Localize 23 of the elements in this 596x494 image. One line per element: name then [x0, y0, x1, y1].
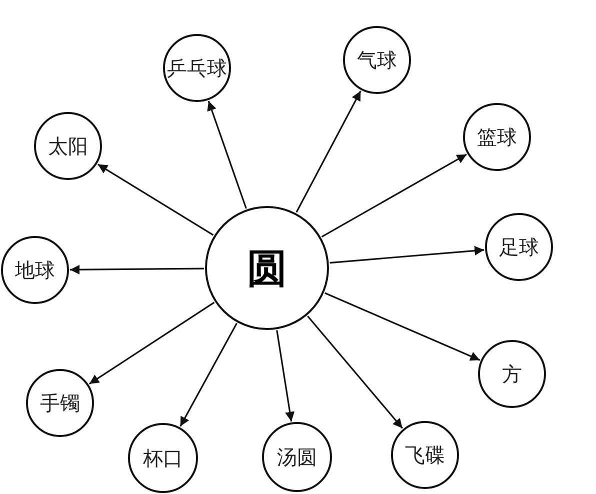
node-label: 篮球 [477, 126, 517, 150]
arrow [330, 246, 484, 264]
node-label: 太阳 [48, 134, 88, 160]
arrow [180, 322, 238, 427]
arrow [296, 90, 362, 213]
arrow [321, 154, 467, 238]
node-label: 杯口 [143, 446, 183, 472]
node-label: 飞碟 [405, 444, 445, 468]
node-label: 乒乓球 [167, 56, 227, 82]
node-label: 足球 [499, 236, 539, 260]
arrow [276, 330, 295, 422]
node-label: 地球 [15, 258, 55, 284]
arrow [97, 164, 214, 236]
node-label: 方 [502, 362, 522, 388]
node-label: 汤圆 [277, 446, 317, 470]
arrow [207, 100, 247, 209]
node-label: 圆 [247, 244, 287, 294]
arrow [307, 316, 404, 429]
node-label: 气球 [357, 48, 397, 74]
arrow [88, 302, 215, 385]
node-label: 手镯 [40, 392, 80, 416]
arrow [324, 292, 480, 361]
arrow [70, 264, 204, 274]
